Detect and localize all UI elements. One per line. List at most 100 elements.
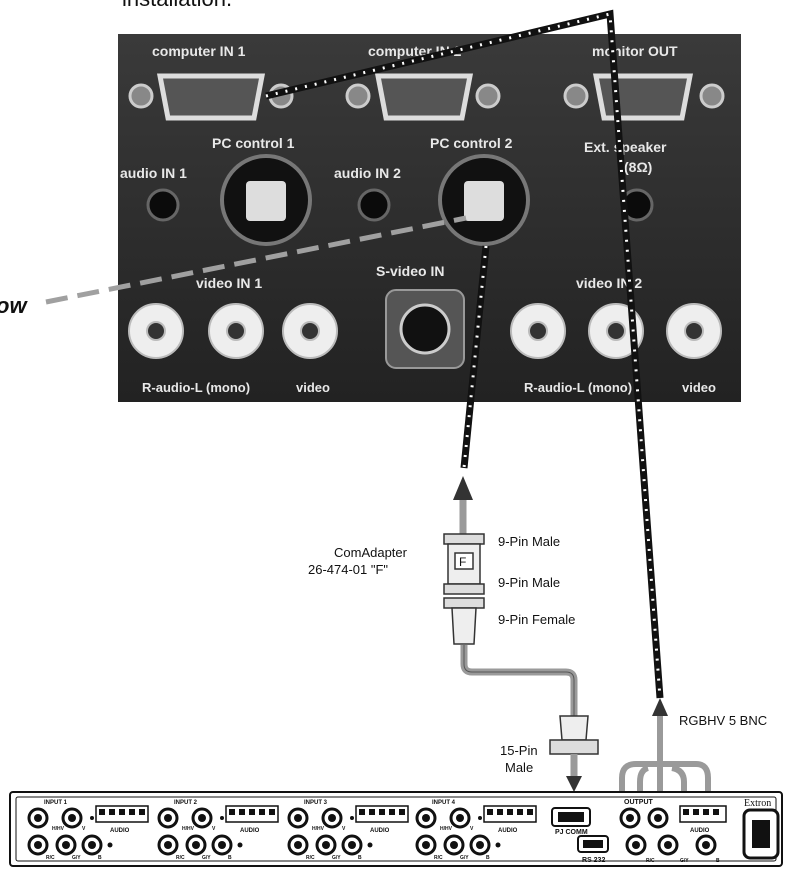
- pointer-dashed-line: [45, 215, 467, 305]
- label-ext-speaker: Ext. speaker: [584, 139, 667, 155]
- label-video-in1: video IN 1: [196, 275, 262, 291]
- bnc-hhv: [157, 807, 179, 829]
- bnc-out-v: [647, 807, 669, 829]
- input-label-2: INPUT 2: [174, 800, 198, 806]
- label-rgbhv: RGBHV 5 BNC: [679, 713, 768, 728]
- label-r-audio-l-1: R-audio-L (mono): [142, 380, 250, 395]
- label-v: V: [82, 826, 86, 832]
- label-audio: AUDIO: [370, 828, 390, 834]
- bnc-b: [81, 834, 103, 856]
- label-rs232: RS 232: [582, 857, 605, 864]
- audio-in1-jack: [146, 188, 180, 222]
- bnc-out-rc: [625, 834, 647, 856]
- video-in2-jacks: [510, 303, 722, 359]
- rgbhv-bnc-cable: [619, 712, 711, 830]
- label-15pin: 15-Pin: [500, 743, 538, 758]
- bnc-rc: [157, 834, 179, 856]
- output-audio-terminal: [679, 805, 727, 823]
- label-rc: R/C: [434, 855, 443, 861]
- bnc-hhv: [27, 807, 49, 829]
- label-audio-in1: audio IN 1: [120, 165, 187, 181]
- bnc-gy: [185, 834, 207, 856]
- bnc-v: [191, 807, 213, 829]
- connector-15pin-male: [549, 715, 599, 792]
- label-b: B: [486, 855, 490, 861]
- bnc-rc: [27, 834, 49, 856]
- label-rc: R/C: [306, 855, 315, 861]
- label-out-rc: R/C: [646, 858, 655, 864]
- audio-terminal: [95, 805, 149, 823]
- beaded-cable-rgb: [265, 9, 664, 699]
- label-gy: G/Y: [332, 855, 341, 861]
- pj-comm-port: [551, 807, 591, 827]
- bnc-hhv: [287, 807, 309, 829]
- bnc-out-gy: [657, 834, 679, 856]
- label-gy: G/Y: [460, 855, 469, 861]
- computer-in2-port: [345, 73, 501, 121]
- input-group-3: INPUT 3 H/HV V R/C G/Y B AUDIO: [287, 800, 409, 861]
- label-9pin-male-top: 9-Pin Male: [498, 534, 561, 549]
- label-pc-control2: PC control 2: [430, 135, 513, 151]
- label-out-gy: G/Y: [680, 858, 689, 864]
- label-hhv: H/HV: [182, 826, 195, 832]
- input-label-4: INPUT 4: [432, 800, 456, 806]
- label-v: V: [342, 826, 346, 832]
- bnc-gy: [315, 834, 337, 856]
- label-15pin-male: Male: [505, 760, 534, 775]
- video-in1-jacks: [128, 303, 338, 359]
- label-computer-in1: computer IN 1: [152, 43, 246, 59]
- label-audio: AUDIO: [110, 828, 130, 834]
- label-9pin-female: 9-Pin Female: [498, 612, 576, 627]
- label-video-in2: video IN 2: [576, 275, 642, 291]
- top-caption: installation.: [122, 0, 232, 12]
- label-monitor-out: monitor OUT: [592, 43, 678, 59]
- rs232-port: [577, 835, 609, 853]
- bnc-v: [321, 807, 343, 829]
- comadapter-part: 26-474-01 "F": [308, 562, 389, 577]
- beaded-cable-serial: [460, 245, 490, 469]
- bnc-b: [341, 834, 363, 856]
- label-hhv: H/HV: [440, 826, 453, 832]
- bnc-rc: [415, 834, 437, 856]
- comadapter-letter: F: [459, 555, 466, 569]
- side-caption: ow: [0, 293, 27, 318]
- label-svideo-in: S-video IN: [376, 263, 444, 279]
- label-pc-control1: PC control 1: [212, 135, 295, 151]
- label-r-audio-l-2: R-audio-L (mono): [524, 380, 632, 395]
- label-gy: G/Y: [202, 855, 211, 861]
- bnc-v: [449, 807, 471, 829]
- bnc-out-b: [695, 834, 717, 856]
- label-output: OUTPUT: [624, 799, 654, 806]
- label-9pin-male-bottom: 9-Pin Male: [498, 575, 561, 590]
- label-brand: Extron: [744, 798, 771, 809]
- input-label-3: INPUT 3: [304, 800, 328, 806]
- label-b: B: [98, 855, 102, 861]
- label-video-2: video: [682, 380, 716, 395]
- label-hhv: H/HV: [312, 826, 325, 832]
- comadapter: F: [443, 476, 485, 645]
- label-v: V: [212, 826, 216, 832]
- label-rc: R/C: [176, 855, 185, 861]
- bnc-out-hhv: [619, 807, 641, 829]
- audio-terminal: [355, 805, 409, 823]
- label-audio: AUDIO: [240, 828, 260, 834]
- bnc-rc: [287, 834, 309, 856]
- power-inlet: [742, 808, 780, 860]
- gray-serial-cable: [460, 645, 578, 718]
- bnc-hhv: [415, 807, 437, 829]
- audio-in2-jack: [357, 188, 391, 222]
- audio-terminal: [225, 805, 279, 823]
- switcher-input-groups: INPUT 1 H/HV V R/C G/Y B AUDIO INPUT 2 H/HV V R/C G…: [27, 800, 537, 861]
- svideo-in-port: [385, 289, 465, 369]
- label-rc: R/C: [46, 855, 55, 861]
- bnc-v: [61, 807, 83, 829]
- pc-control1-port: [220, 154, 312, 246]
- comadapter-name: ComAdapter: [334, 545, 407, 560]
- label-hhv: H/HV: [52, 826, 65, 832]
- input-label-1: INPUT 1: [44, 800, 68, 806]
- label-b: B: [358, 855, 362, 861]
